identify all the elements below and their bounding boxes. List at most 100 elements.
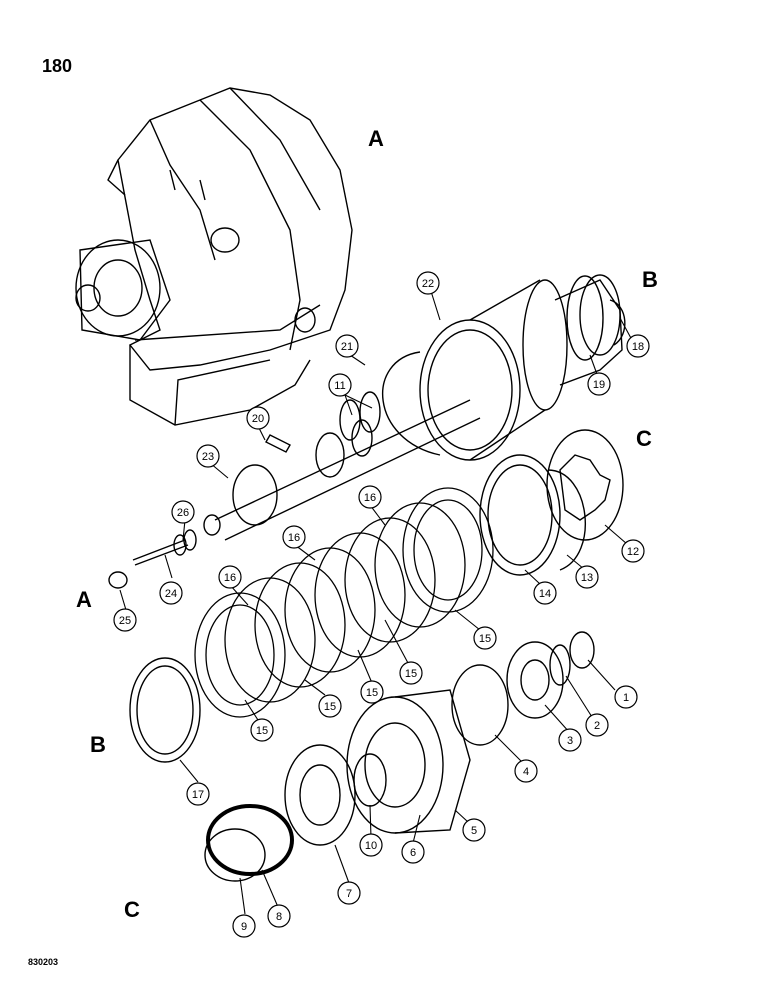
callout-15b: 15 [399, 661, 423, 685]
piston-housing-6 [346, 689, 471, 834]
section-letter-b-top: B [642, 267, 658, 292]
section-letter-c-top: C [636, 426, 652, 451]
svg-text:16: 16 [224, 572, 236, 584]
callout-7: 7 [337, 881, 361, 905]
svg-text:1: 1 [623, 692, 629, 704]
svg-text:25: 25 [119, 615, 131, 627]
callout-15e: 15 [250, 718, 274, 742]
callout-16b: 16 [282, 525, 306, 549]
callout-17: 17 [186, 782, 210, 806]
callout-23: 23 [196, 444, 220, 468]
piston-7 [284, 744, 356, 846]
callout-1: 1 [614, 685, 638, 709]
bolt-24 [132, 539, 189, 566]
callouts [119, 287, 633, 915]
spring-plate-12 [546, 429, 624, 541]
figure-code: 830203 [28, 957, 59, 967]
callout-15d: 15 [318, 694, 342, 718]
section-letter-a-bottom: A [76, 587, 92, 612]
svg-text:2: 2 [594, 720, 600, 732]
seal-ring-11b [359, 391, 381, 433]
svg-text:14: 14 [539, 588, 551, 600]
svg-text:15: 15 [324, 701, 336, 713]
svg-text:16: 16 [288, 532, 300, 544]
svg-text:22: 22 [422, 278, 434, 290]
svg-text:15: 15 [256, 725, 268, 737]
pin-20 [265, 434, 291, 453]
svg-text:17: 17 [192, 789, 204, 801]
callout-22: 22 [416, 271, 440, 295]
snap-ring-4 [451, 664, 509, 746]
svg-text:8: 8 [276, 911, 282, 923]
callout-24: 24 [159, 581, 183, 605]
clutch-drum-22 [419, 274, 623, 461]
seal-ring-10 [353, 753, 387, 807]
transmission-housing-illustration [75, 87, 353, 426]
callout-25: 25 [113, 608, 137, 632]
callout-16a: 16 [358, 485, 382, 509]
seal-ring-11a [339, 399, 361, 441]
callout-10: 10 [359, 833, 383, 857]
plate-14 [479, 454, 561, 576]
callout-15c: 15 [360, 680, 384, 704]
section-letter-c-bottom: C [124, 897, 140, 922]
svg-text:13: 13 [581, 572, 593, 584]
svg-text:23: 23 [202, 451, 214, 463]
section-letters: A B C A B C [76, 126, 658, 922]
bearing-3 [506, 641, 564, 719]
snap-ring-18 [609, 299, 626, 346]
svg-text:3: 3 [567, 735, 573, 747]
callout-3: 3 [558, 728, 582, 752]
svg-text:15: 15 [405, 668, 417, 680]
section-letter-b-bottom: B [90, 732, 106, 757]
callout-18: 18 [626, 334, 650, 358]
seal-ring-8 [206, 804, 294, 876]
callout-21: 21 [335, 334, 359, 358]
callout-13: 13 [575, 565, 599, 589]
washer-26b [183, 529, 197, 551]
callout-15a: 15 [473, 626, 497, 650]
section-letter-a-top: A [368, 126, 384, 151]
svg-text:4: 4 [523, 766, 529, 778]
svg-text:15: 15 [366, 687, 378, 699]
callout-12: 12 [621, 539, 645, 563]
callout-2: 2 [585, 713, 609, 737]
plate-17 [129, 657, 201, 763]
svg-text:11: 11 [334, 380, 345, 392]
svg-text:21: 21 [341, 341, 353, 353]
svg-text:15: 15 [479, 633, 491, 645]
svg-text:20: 20 [252, 413, 264, 425]
svg-text:5: 5 [471, 825, 477, 837]
svg-text:16: 16 [364, 492, 376, 504]
svg-text:7: 7 [346, 888, 352, 900]
snap-ring-21 [382, 351, 441, 456]
shaft-23 [203, 399, 481, 541]
page-number: 180 [42, 56, 73, 76]
gear-19 [566, 275, 604, 361]
clutch-plate-stack [194, 487, 494, 718]
callout-26: 26 [171, 500, 195, 524]
snap-ring-9 [204, 828, 266, 882]
callout-16c: 16 [218, 565, 242, 589]
svg-text:9: 9 [241, 921, 247, 933]
washer-26a [173, 534, 187, 556]
svg-text:18: 18 [632, 341, 644, 353]
callout-5: 5 [462, 818, 486, 842]
svg-text:26: 26 [177, 507, 189, 519]
svg-text:10: 10 [365, 840, 377, 852]
svg-text:12: 12 [627, 546, 639, 558]
spacer-2 [549, 644, 571, 686]
callout-9: 9 [232, 914, 256, 938]
callout-11: 11 [328, 373, 352, 397]
callout-14: 14 [533, 581, 557, 605]
callout-19: 19 [587, 372, 611, 396]
callout-20: 20 [246, 406, 270, 430]
snap-ring-1 [569, 631, 595, 669]
snap-ring-13 [547, 469, 586, 571]
svg-text:24: 24 [165, 588, 177, 600]
callout-8: 8 [267, 904, 291, 928]
callout-bubbles: 1 2 3 4 5 6 7 8 9 10 11 12 13 14 15 15 1… [113, 271, 650, 938]
svg-text:6: 6 [410, 847, 416, 859]
